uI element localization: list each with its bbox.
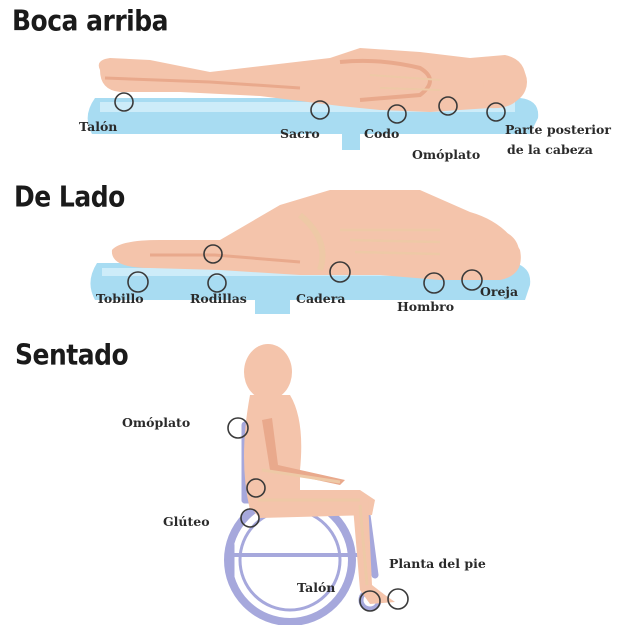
seated-sole-label: Planta del pie bbox=[389, 556, 486, 572]
side-shoulder-label: Hombro bbox=[397, 299, 454, 315]
side-ear-label: Oreja bbox=[480, 284, 518, 300]
seated-sole-marker bbox=[388, 589, 408, 609]
side-ankle-label: Tobillo bbox=[96, 291, 144, 307]
side-body bbox=[112, 190, 521, 280]
supine-scapula-label: Omóplato bbox=[412, 147, 480, 163]
supine-heel-label: Talón bbox=[79, 119, 117, 135]
side-title: De Lado bbox=[14, 180, 125, 213]
supine-head-label-line2: de la cabeza bbox=[507, 142, 593, 158]
supine-sacrum-label: Sacro bbox=[280, 126, 320, 142]
side-hip-label: Cadera bbox=[296, 291, 345, 307]
supine-head-label-line1: Parte posterior bbox=[505, 122, 611, 138]
seated-title: Sentado bbox=[15, 338, 128, 371]
side-knees-label: Rodillas bbox=[190, 291, 247, 307]
seated-buttock-label: Glúteo bbox=[163, 514, 210, 530]
supine-elbow-label: Codo bbox=[364, 126, 399, 142]
seated-heel-label: Talón bbox=[297, 580, 335, 596]
seated-scapula-label: Omóplato bbox=[122, 415, 190, 431]
